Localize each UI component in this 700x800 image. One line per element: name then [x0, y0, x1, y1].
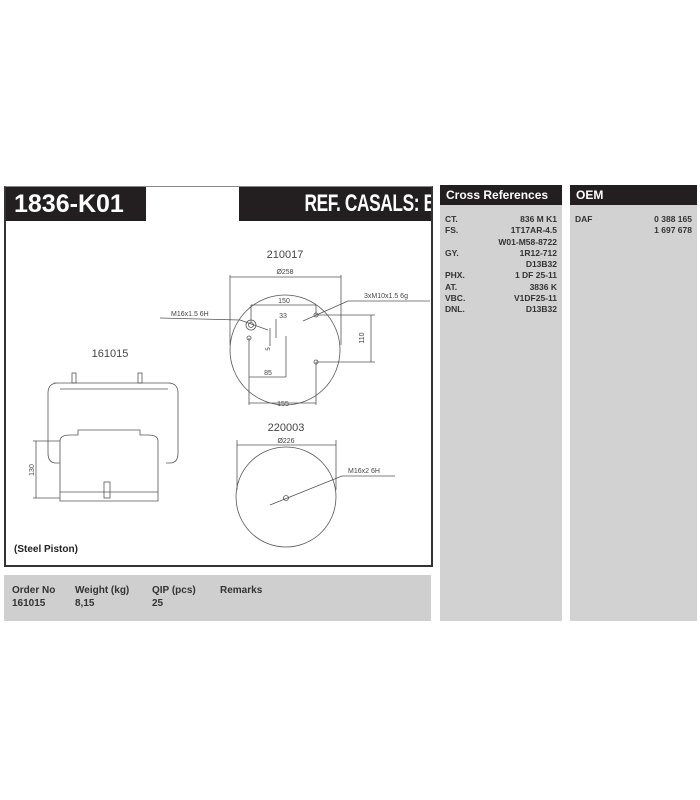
cross_references-row: PHX. 1 DF 25-11 [440, 270, 562, 281]
bottom-plate-part: 220003 [268, 422, 305, 434]
remarks-column: Remarks [220, 584, 262, 597]
remarks-label: Remarks [220, 585, 263, 596]
cross_references-ref: 836 M K1 [520, 214, 557, 224]
cross_references-row: FS. 1T17AR-4.5 [440, 225, 562, 236]
oem-ref: 1 697 678 [654, 225, 692, 236]
cross_references-row: D13B32 [440, 259, 562, 270]
cross_references-ref: V1DF25-11 [514, 293, 557, 304]
cross_references-brand: VBC. [445, 293, 466, 304]
piston-note: (Steel Piston) [14, 544, 78, 555]
thread-center-label: M16x1.5 6H [171, 311, 209, 318]
weight-column: Weight (kg) 8,15 [75, 584, 129, 610]
casals-reference: REF. CASALS: B1045 [304, 190, 431, 217]
oem-row: DAF 0 388 165 [570, 214, 697, 225]
oem-ref: 0 388 165 [654, 214, 692, 224]
cross_references-ref: 3836 K [529, 281, 557, 292]
cross_references-ref: 1R12-712 [519, 247, 557, 258]
cross_references-ref: 1T17AR-4.5 [510, 225, 557, 236]
dim-33: 33 [279, 313, 287, 320]
oem-title: OEM [570, 185, 697, 205]
order-no-value: 161015 [12, 598, 46, 609]
cross-references-panel: Cross References CT. 836 M K1 FS. 1T17AR-4.… [440, 185, 562, 621]
drawing-panel: 1836-K01 REF. CASALS: B1045 (Steel Pisto… [4, 186, 433, 567]
cross_references-brand: CT. [445, 214, 458, 224]
qip-column: QIP (pcs) 25 [152, 584, 196, 610]
order-no-label: Order No [12, 585, 56, 596]
weight-label: Weight (kg) [75, 585, 130, 596]
dim-226: Ø226 [277, 438, 294, 445]
order-info-panel: Order No 161015 Weight (kg) 8,15 QIP (pcs)… [4, 575, 431, 621]
cross_references-brand: DNL. [445, 304, 465, 315]
bottom-plate-view [235, 440, 395, 548]
part-code: 1836-K01 [6, 187, 146, 221]
cross_references-brand: FS. [445, 225, 459, 236]
dim-110: 110 [359, 332, 366, 343]
weight-value: 8,15 [75, 598, 95, 609]
cross_references-ref: D13B32 [525, 304, 557, 315]
cross_references-ref: W01-M58-8722 [498, 236, 557, 247]
top-plate-part: 210017 [267, 249, 304, 261]
dim-5: 5 [266, 347, 272, 351]
cross_references-row: VBC. V1DF25-11 [440, 293, 562, 304]
cross_references-row: W01-M58-8722 [440, 237, 562, 248]
cross_references-row: CT. 836 M K1 [440, 214, 562, 225]
bottom-thread-label: M16x2 6H [348, 468, 380, 475]
dim-130: 130 [29, 464, 36, 476]
qip-value: 25 [152, 598, 164, 609]
cross_references-ref: 1 DF 25-11 [514, 270, 557, 281]
cross-references-title: Cross References [440, 185, 562, 205]
dim-150: 150 [278, 298, 290, 305]
order-no-column: Order No 161015 [12, 584, 55, 610]
cross_references-brand: PHX. [445, 270, 465, 281]
top-plate-view [159, 275, 430, 406]
cross_references-brand: AT. [445, 281, 458, 292]
side-view [33, 372, 179, 502]
thread-studs-label: 3xM10x1.5 6g [364, 293, 408, 300]
oem-row: 1 697 678 [570, 225, 697, 236]
dim-85: 85 [264, 370, 272, 377]
cross_references-row: AT. 3836 K [440, 282, 562, 293]
dim-155: 155 [277, 401, 289, 408]
side-view-part: 161015 [92, 348, 129, 360]
cross_references-row: DNL. D13B32 [440, 304, 562, 315]
oem-brand: DAF [575, 214, 593, 224]
bottom-plate-outline [235, 446, 337, 548]
qip-label: QIP (pcs) [152, 585, 196, 596]
cross_references-brand: GY. [445, 247, 459, 258]
cross_references-row: GY. 1R12-712 [440, 248, 562, 259]
casals-reference-bar: REF. CASALS: B1045 [239, 187, 431, 221]
dim-258: Ø258 [276, 269, 293, 276]
cross_references-ref: D13B32 [525, 259, 557, 270]
top-plate-outline [229, 294, 341, 406]
